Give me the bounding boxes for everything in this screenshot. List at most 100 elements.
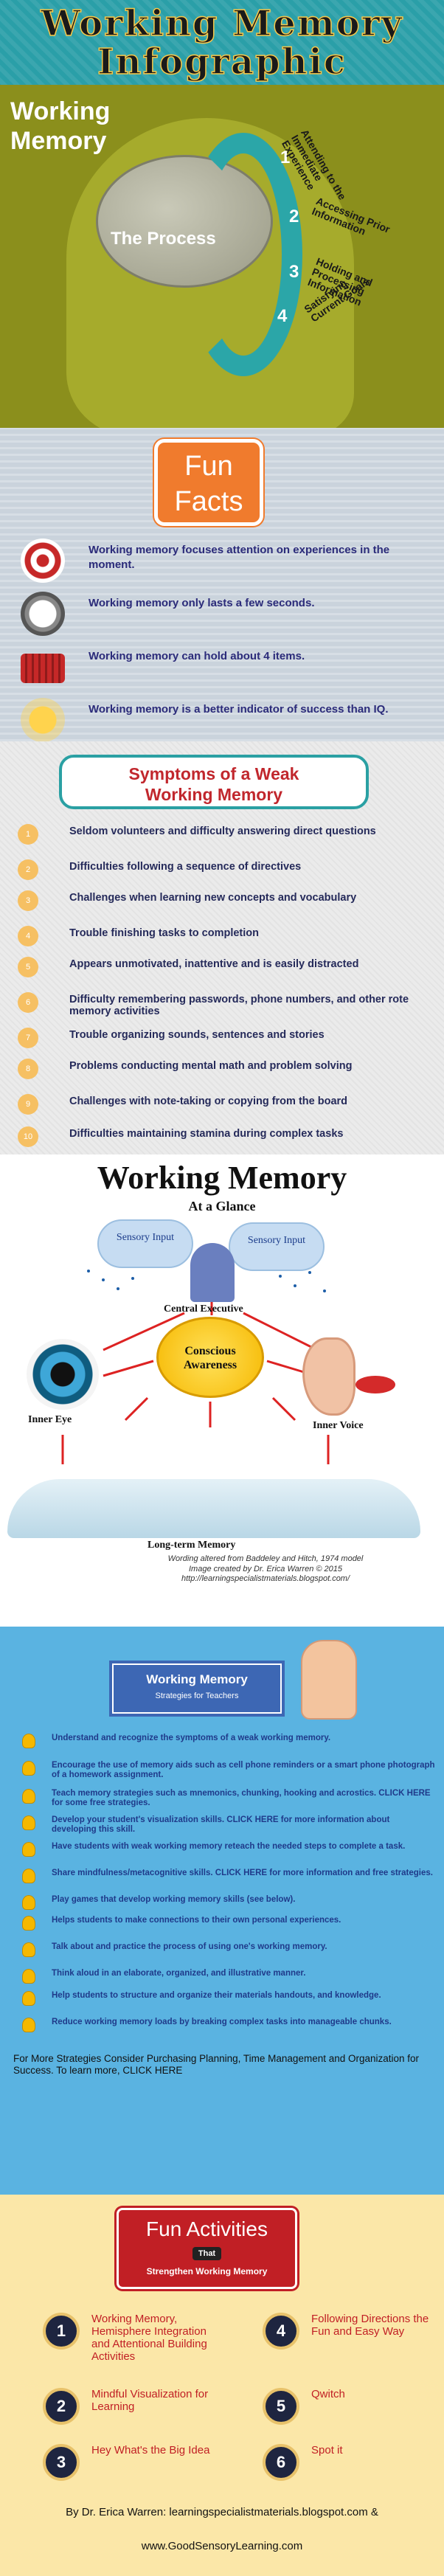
symptom-number: 4 bbox=[18, 926, 38, 946]
target-icon bbox=[21, 539, 65, 583]
lightbulb-icon bbox=[22, 1734, 35, 1748]
fact-item: Working memory focuses attention on expe… bbox=[21, 539, 434, 583]
inner-eye-label: Inner Eye bbox=[28, 1414, 72, 1425]
model-caption-1: Wording altered from Baddeley and Hitch,… bbox=[167, 1554, 364, 1563]
wave-icon bbox=[7, 1479, 420, 1538]
lightbulb-icon bbox=[22, 1815, 35, 1830]
strategy-text: Reduce working memory loads by breaking … bbox=[52, 2018, 392, 2026]
step-number: 3 bbox=[289, 262, 299, 282]
strategy-text[interactable]: Teach memory strategies such as mnemonic… bbox=[52, 1789, 431, 1807]
fact-text: Working memory is a better indicator of … bbox=[89, 703, 389, 716]
central-executive-label: Central Executive bbox=[164, 1303, 243, 1315]
sensory-input-right: Sensory Input bbox=[229, 1222, 325, 1271]
long-term-memory-label: Long-term Memory bbox=[148, 1540, 236, 1551]
strategy-text[interactable]: Share mindfulness/metacognitive skills. … bbox=[52, 1869, 433, 1877]
process-title: Working Memory bbox=[10, 97, 110, 156]
symptoms-banner: Symptoms of a Weak Working Memory bbox=[59, 755, 369, 809]
symptom-text: Difficulty remembering passwords, phone … bbox=[69, 994, 409, 1017]
activity-number: 1 bbox=[43, 2313, 80, 2350]
sensory-input-left: Sensory Input bbox=[97, 1219, 193, 1268]
symptom-number: 9 bbox=[18, 1094, 38, 1115]
activities-subtitle: Strengthen Working Memory bbox=[146, 2266, 268, 2276]
process-title-line1: Working bbox=[10, 97, 111, 125]
fact-text: Working memory only lasts a few seconds. bbox=[89, 597, 315, 609]
process-arc bbox=[184, 133, 302, 376]
activity-number: 6 bbox=[263, 2444, 299, 2481]
strategy-text: Encourage the use of memory aids such as… bbox=[52, 1761, 435, 1779]
symptom-number: 2 bbox=[18, 859, 38, 880]
step-number: 1 bbox=[280, 148, 291, 167]
step-number: 4 bbox=[277, 306, 288, 326]
footer-line-1[interactable]: By Dr. Erica Warren: learningspecialistm… bbox=[66, 2506, 378, 2518]
footer-line-2[interactable]: www.GoodSensoryLearning.com bbox=[141, 2540, 303, 2552]
mouth-icon bbox=[355, 1376, 395, 1393]
symptoms-section: Symptoms of a Weak Working Memory 1 Seldo… bbox=[0, 741, 444, 1154]
activity-number: 2 bbox=[43, 2388, 80, 2425]
symptom-number: 3 bbox=[18, 890, 38, 911]
more-strategies-link[interactable]: For More Strategies Consider Purchasing … bbox=[13, 2053, 420, 2076]
symptom-text: Challenges with note-taking or copying f… bbox=[69, 1095, 348, 1107]
lightbulb-icon bbox=[22, 1789, 35, 1804]
symptom-text: Problems conducting mental math and prob… bbox=[69, 1060, 353, 1072]
symptom-number: 10 bbox=[18, 1126, 38, 1147]
activity-text[interactable]: Mindful Visualization for Learning bbox=[91, 2388, 209, 2413]
model-section: Working Memory At a Glance Sensory Input… bbox=[0, 1154, 444, 1627]
thumbs-up-icon bbox=[301, 1640, 357, 1720]
activity-number: 5 bbox=[263, 2388, 299, 2425]
activity-text[interactable]: Hey What's the Big Idea bbox=[91, 2444, 210, 2456]
fun-facts-badge: Fun Facts bbox=[154, 439, 263, 526]
lightbulb-icon bbox=[22, 1916, 35, 1931]
teacher-strategies-section: Working Memory Strategies for Teachers U… bbox=[0, 1627, 444, 2195]
step-number: 2 bbox=[289, 207, 299, 226]
model-arrows bbox=[61, 1270, 330, 1464]
model-caption-2[interactable]: Image created by Dr. Erica Warren © 2015… bbox=[181, 1565, 350, 1583]
conscious-awareness: Conscious Awareness bbox=[156, 1317, 264, 1398]
activities-title: Fun Activities bbox=[146, 2217, 268, 2240]
lightbulb-icon bbox=[22, 1895, 35, 1910]
model-subtitle: At a Glance bbox=[188, 1199, 256, 1213]
activities-that: That bbox=[192, 2247, 222, 2260]
symptom-text: Challenges when learning new concepts an… bbox=[69, 892, 357, 904]
model-title: Working Memory bbox=[97, 1160, 347, 1196]
symptoms-title-line2: Working Memory bbox=[145, 785, 283, 804]
basket-icon bbox=[21, 654, 65, 683]
strategy-text[interactable]: Develop your student's visualization ski… bbox=[52, 1815, 390, 1834]
infographic-title-line1: Working Memory bbox=[40, 3, 403, 44]
lightbulb-icon bbox=[22, 1761, 35, 1776]
inner-voice-label: Inner Voice bbox=[313, 1420, 364, 1431]
symptom-text: Difficulties maintaining stamina during … bbox=[69, 1128, 344, 1140]
lightbulb-icon bbox=[22, 1842, 35, 1857]
strategy-text: Have students with weak working memory r… bbox=[52, 1842, 406, 1851]
eye-icon bbox=[27, 1339, 99, 1410]
lightbulb-icon bbox=[22, 1869, 35, 1883]
teacher-badge: Working Memory Strategies for Teachers bbox=[112, 1663, 282, 1714]
activity-text[interactable]: Following Directions the Fun and Easy Wa… bbox=[311, 2313, 429, 2338]
fact-text: Working memory can hold about 4 items. bbox=[89, 650, 305, 662]
fun-facts-title-line2: Facts bbox=[174, 486, 243, 517]
fun-activities-section: Fun Activities That Strengthen Working M… bbox=[0, 2195, 444, 2576]
symptom-text: Trouble organizing sounds, sentences and… bbox=[69, 1029, 325, 1041]
lightbulb-icon bbox=[22, 2018, 35, 2032]
fact-item: Working memory can hold about 4 items. bbox=[21, 645, 434, 689]
symptom-number: 5 bbox=[18, 957, 38, 977]
fact-item: Working memory is a better indicator of … bbox=[21, 698, 434, 741]
teacher-title: Working Memory bbox=[146, 1672, 248, 1686]
symptom-number: 6 bbox=[18, 992, 38, 1013]
symptom-text: Difficulties following a sequence of dir… bbox=[69, 861, 302, 873]
teacher-subtitle: Strategies for Teachers bbox=[155, 1692, 239, 1700]
symptom-number: 1 bbox=[18, 824, 38, 845]
symptom-text: Trouble finishing tasks to completion bbox=[69, 927, 259, 939]
infographic-title-line2: Infographic bbox=[97, 41, 347, 83]
process-title-line2: Memory bbox=[10, 127, 107, 155]
symptom-number: 8 bbox=[18, 1059, 38, 1079]
person-icon bbox=[190, 1243, 235, 1302]
lightbulb-icon bbox=[22, 1991, 35, 2006]
ear-icon bbox=[302, 1337, 355, 1416]
strategy-text: Talk about and practice the process of u… bbox=[52, 1942, 327, 1951]
symptom-text: Seldom volunteers and difficulty answeri… bbox=[69, 825, 376, 837]
fact-item: Working memory only lasts a few seconds. bbox=[21, 592, 434, 636]
strategy-text: Play games that develop working memory s… bbox=[52, 1895, 296, 1904]
activity-text[interactable]: Spot it bbox=[311, 2444, 343, 2456]
activity-text[interactable]: Working Memory, Hemisphere Integration a… bbox=[91, 2313, 207, 2363]
activity-text[interactable]: Qwitch bbox=[311, 2388, 345, 2400]
